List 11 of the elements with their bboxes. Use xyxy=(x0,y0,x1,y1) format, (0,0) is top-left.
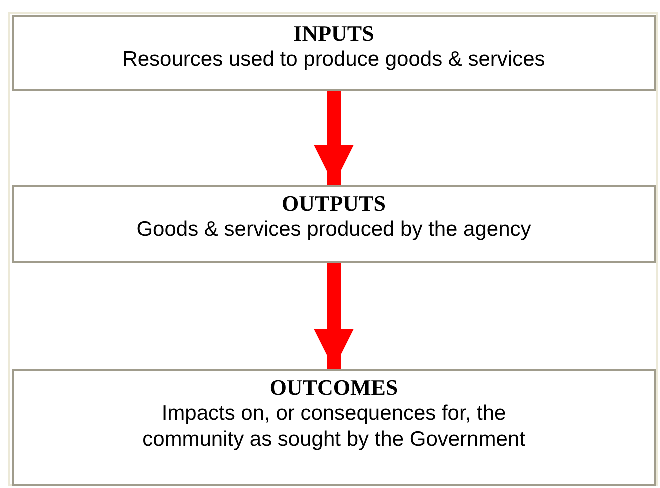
box-description: Goods & services produced by the agency xyxy=(136,217,532,243)
box-heading: OUTCOMES xyxy=(268,375,400,401)
process-box xyxy=(12,185,656,263)
box-description: Resources used to produce goods & services xyxy=(122,47,546,73)
arrow xyxy=(314,91,354,185)
box-description: Impacts on, or consequences for, the community as sought by the Government xyxy=(142,401,526,453)
process-box xyxy=(12,15,656,91)
box-heading: OUTPUTS xyxy=(281,191,387,217)
box-heading: INPUTS xyxy=(292,21,376,47)
process-box xyxy=(12,369,656,486)
arrow xyxy=(314,263,354,369)
